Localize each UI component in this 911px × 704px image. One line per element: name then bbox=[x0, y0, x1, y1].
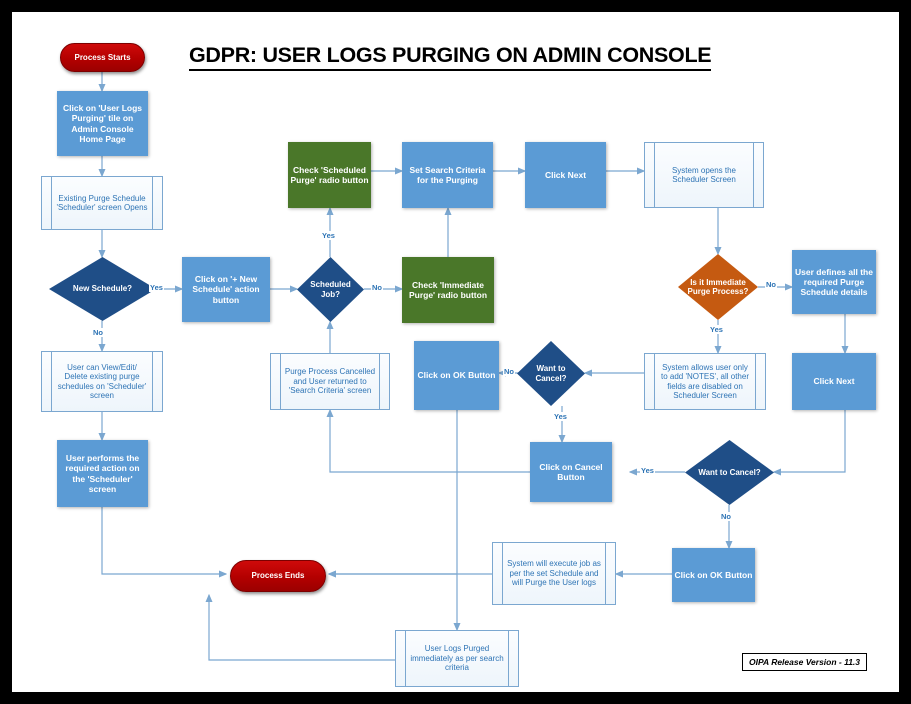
node-click-user-logs-tile[interactable]: Click on 'User Logs Purging' tile on Adm… bbox=[57, 91, 148, 156]
node-label: System opens the Scheduler Screen bbox=[671, 165, 737, 184]
page-title: GDPR: USER LOGS PURGING ON ADMIN CONSOLE bbox=[189, 43, 712, 71]
node-label: Existing Purge Schedule 'Scheduler' scre… bbox=[56, 193, 148, 212]
node-label: Purge Process Cancelled and User returne… bbox=[284, 367, 376, 396]
diamond-shape bbox=[49, 257, 156, 321]
node-set-search-criteria[interactable]: Set Search Criteria for the Purging bbox=[402, 142, 493, 208]
node-click-cancel-button[interactable]: Click on Cancel Button bbox=[530, 442, 612, 502]
node-label: User performs the required action on the… bbox=[65, 453, 140, 494]
node-label: Scheduled Job? bbox=[310, 280, 351, 299]
edge-label-is-immediate-yes: Yes bbox=[709, 325, 724, 334]
node-label: User can View/Edit/ Delete existing purg… bbox=[57, 362, 147, 400]
node-click-next-right[interactable]: Click Next bbox=[792, 353, 876, 410]
node-check-immediate-purge[interactable]: Check 'Immediate Purge' radio button bbox=[402, 257, 494, 323]
node-label: Click on '+ New Schedule' action button bbox=[192, 274, 260, 305]
node-process-ends[interactable]: Process Ends bbox=[230, 560, 326, 592]
node-label: Click on 'User Logs Purging' tile on Adm… bbox=[62, 103, 142, 144]
node-label: Is it Immediate Purge Process? bbox=[687, 277, 749, 296]
node-label: User defines all the required Purge Sche… bbox=[795, 266, 873, 297]
node-label: Process Starts bbox=[74, 52, 131, 62]
flowchart-canvas: GDPR: USER LOGS PURGING ON ADMIN CONSOLE… bbox=[12, 12, 899, 692]
edge-label-cancel-bottom-yes: Yes bbox=[640, 466, 655, 475]
node-click-ok-mid[interactable]: Click on OK Button bbox=[414, 341, 499, 410]
node-want-to-cancel-mid-decision[interactable]: Want to Cancel? bbox=[517, 341, 585, 406]
edge-label-is-immediate-no: No bbox=[765, 280, 777, 289]
node-label: Check 'Scheduled Purge' radio button bbox=[290, 164, 369, 185]
node-label: Click Next bbox=[544, 169, 587, 180]
node-label: Click on OK Button bbox=[417, 370, 496, 381]
node-system-allows-notes[interactable]: System allows user only to add 'NOTES', … bbox=[644, 353, 766, 410]
node-label: System allows user only to add 'NOTES', … bbox=[661, 362, 749, 400]
diamond-shape bbox=[517, 341, 585, 406]
node-label: Process Ends bbox=[251, 571, 305, 581]
node-existing-purge-schedule[interactable]: Existing Purge Schedule 'Scheduler' scre… bbox=[41, 176, 163, 230]
node-system-execute-job[interactable]: System will execute job as per the set S… bbox=[492, 542, 616, 605]
node-label: Click on OK Button bbox=[674, 569, 753, 580]
node-click-ok-bottom[interactable]: Click on OK Button bbox=[672, 548, 755, 602]
node-label: Click Next bbox=[813, 376, 855, 387]
node-user-performs-action[interactable]: User performs the required action on the… bbox=[57, 440, 148, 507]
edge-label-cancel-mid-no: No bbox=[503, 367, 515, 376]
diamond-shape bbox=[678, 254, 758, 320]
edge-label-new-schedule-no: No bbox=[92, 328, 104, 337]
version-badge: OIPA Release Version - 11.3 bbox=[742, 653, 868, 671]
node-system-opens-scheduler[interactable]: System opens the Scheduler Screen bbox=[644, 142, 764, 208]
node-scheduled-job-decision[interactable]: Scheduled Job? bbox=[297, 257, 364, 322]
edge-label-new-schedule-yes: Yes bbox=[149, 283, 164, 292]
edge-label-scheduled-job-yes: Yes bbox=[321, 231, 336, 240]
node-purge-process-cancelled[interactable]: Purge Process Cancelled and User returne… bbox=[270, 353, 390, 410]
edge-label-cancel-bottom-no: No bbox=[720, 512, 732, 521]
connector-layer bbox=[98, 72, 849, 661]
node-want-to-cancel-bottom-decision[interactable]: Want to Cancel? bbox=[685, 440, 774, 505]
diamond-shape bbox=[685, 440, 774, 505]
node-new-schedule-decision[interactable]: New Schedule? bbox=[49, 257, 156, 321]
edge-label-scheduled-job-no: No bbox=[371, 283, 383, 292]
node-label: New Schedule? bbox=[72, 284, 133, 294]
node-label: Want to Cancel? bbox=[698, 467, 761, 477]
node-label: Set Search Criteria for the Purging bbox=[409, 164, 486, 185]
node-label: System will execute job as per the set S… bbox=[507, 559, 601, 588]
node-click-new-schedule-button[interactable]: Click on '+ New Schedule' action button bbox=[182, 257, 270, 322]
diamond-shape bbox=[297, 257, 364, 322]
node-click-next-top[interactable]: Click Next bbox=[525, 142, 606, 208]
node-user-defines-details[interactable]: User defines all the required Purge Sche… bbox=[792, 250, 876, 314]
node-check-scheduled-purge[interactable]: Check 'Scheduled Purge' radio button bbox=[288, 142, 371, 208]
edge-label-cancel-mid-yes: Yes bbox=[553, 412, 568, 421]
node-user-logs-purged[interactable]: User Logs Purged immediately as per sear… bbox=[395, 630, 519, 687]
node-label: User Logs Purged immediately as per sear… bbox=[410, 644, 504, 673]
node-view-edit-delete[interactable]: User can View/Edit/ Delete existing purg… bbox=[41, 351, 163, 412]
node-label: Check 'Immediate Purge' radio button bbox=[408, 279, 488, 300]
node-is-immediate-purge-decision[interactable]: Is it Immediate Purge Process? bbox=[678, 254, 758, 320]
node-label: Click on Cancel Button bbox=[539, 461, 603, 482]
node-label: Want to Cancel? bbox=[535, 364, 567, 383]
node-process-starts[interactable]: Process Starts bbox=[60, 43, 145, 72]
